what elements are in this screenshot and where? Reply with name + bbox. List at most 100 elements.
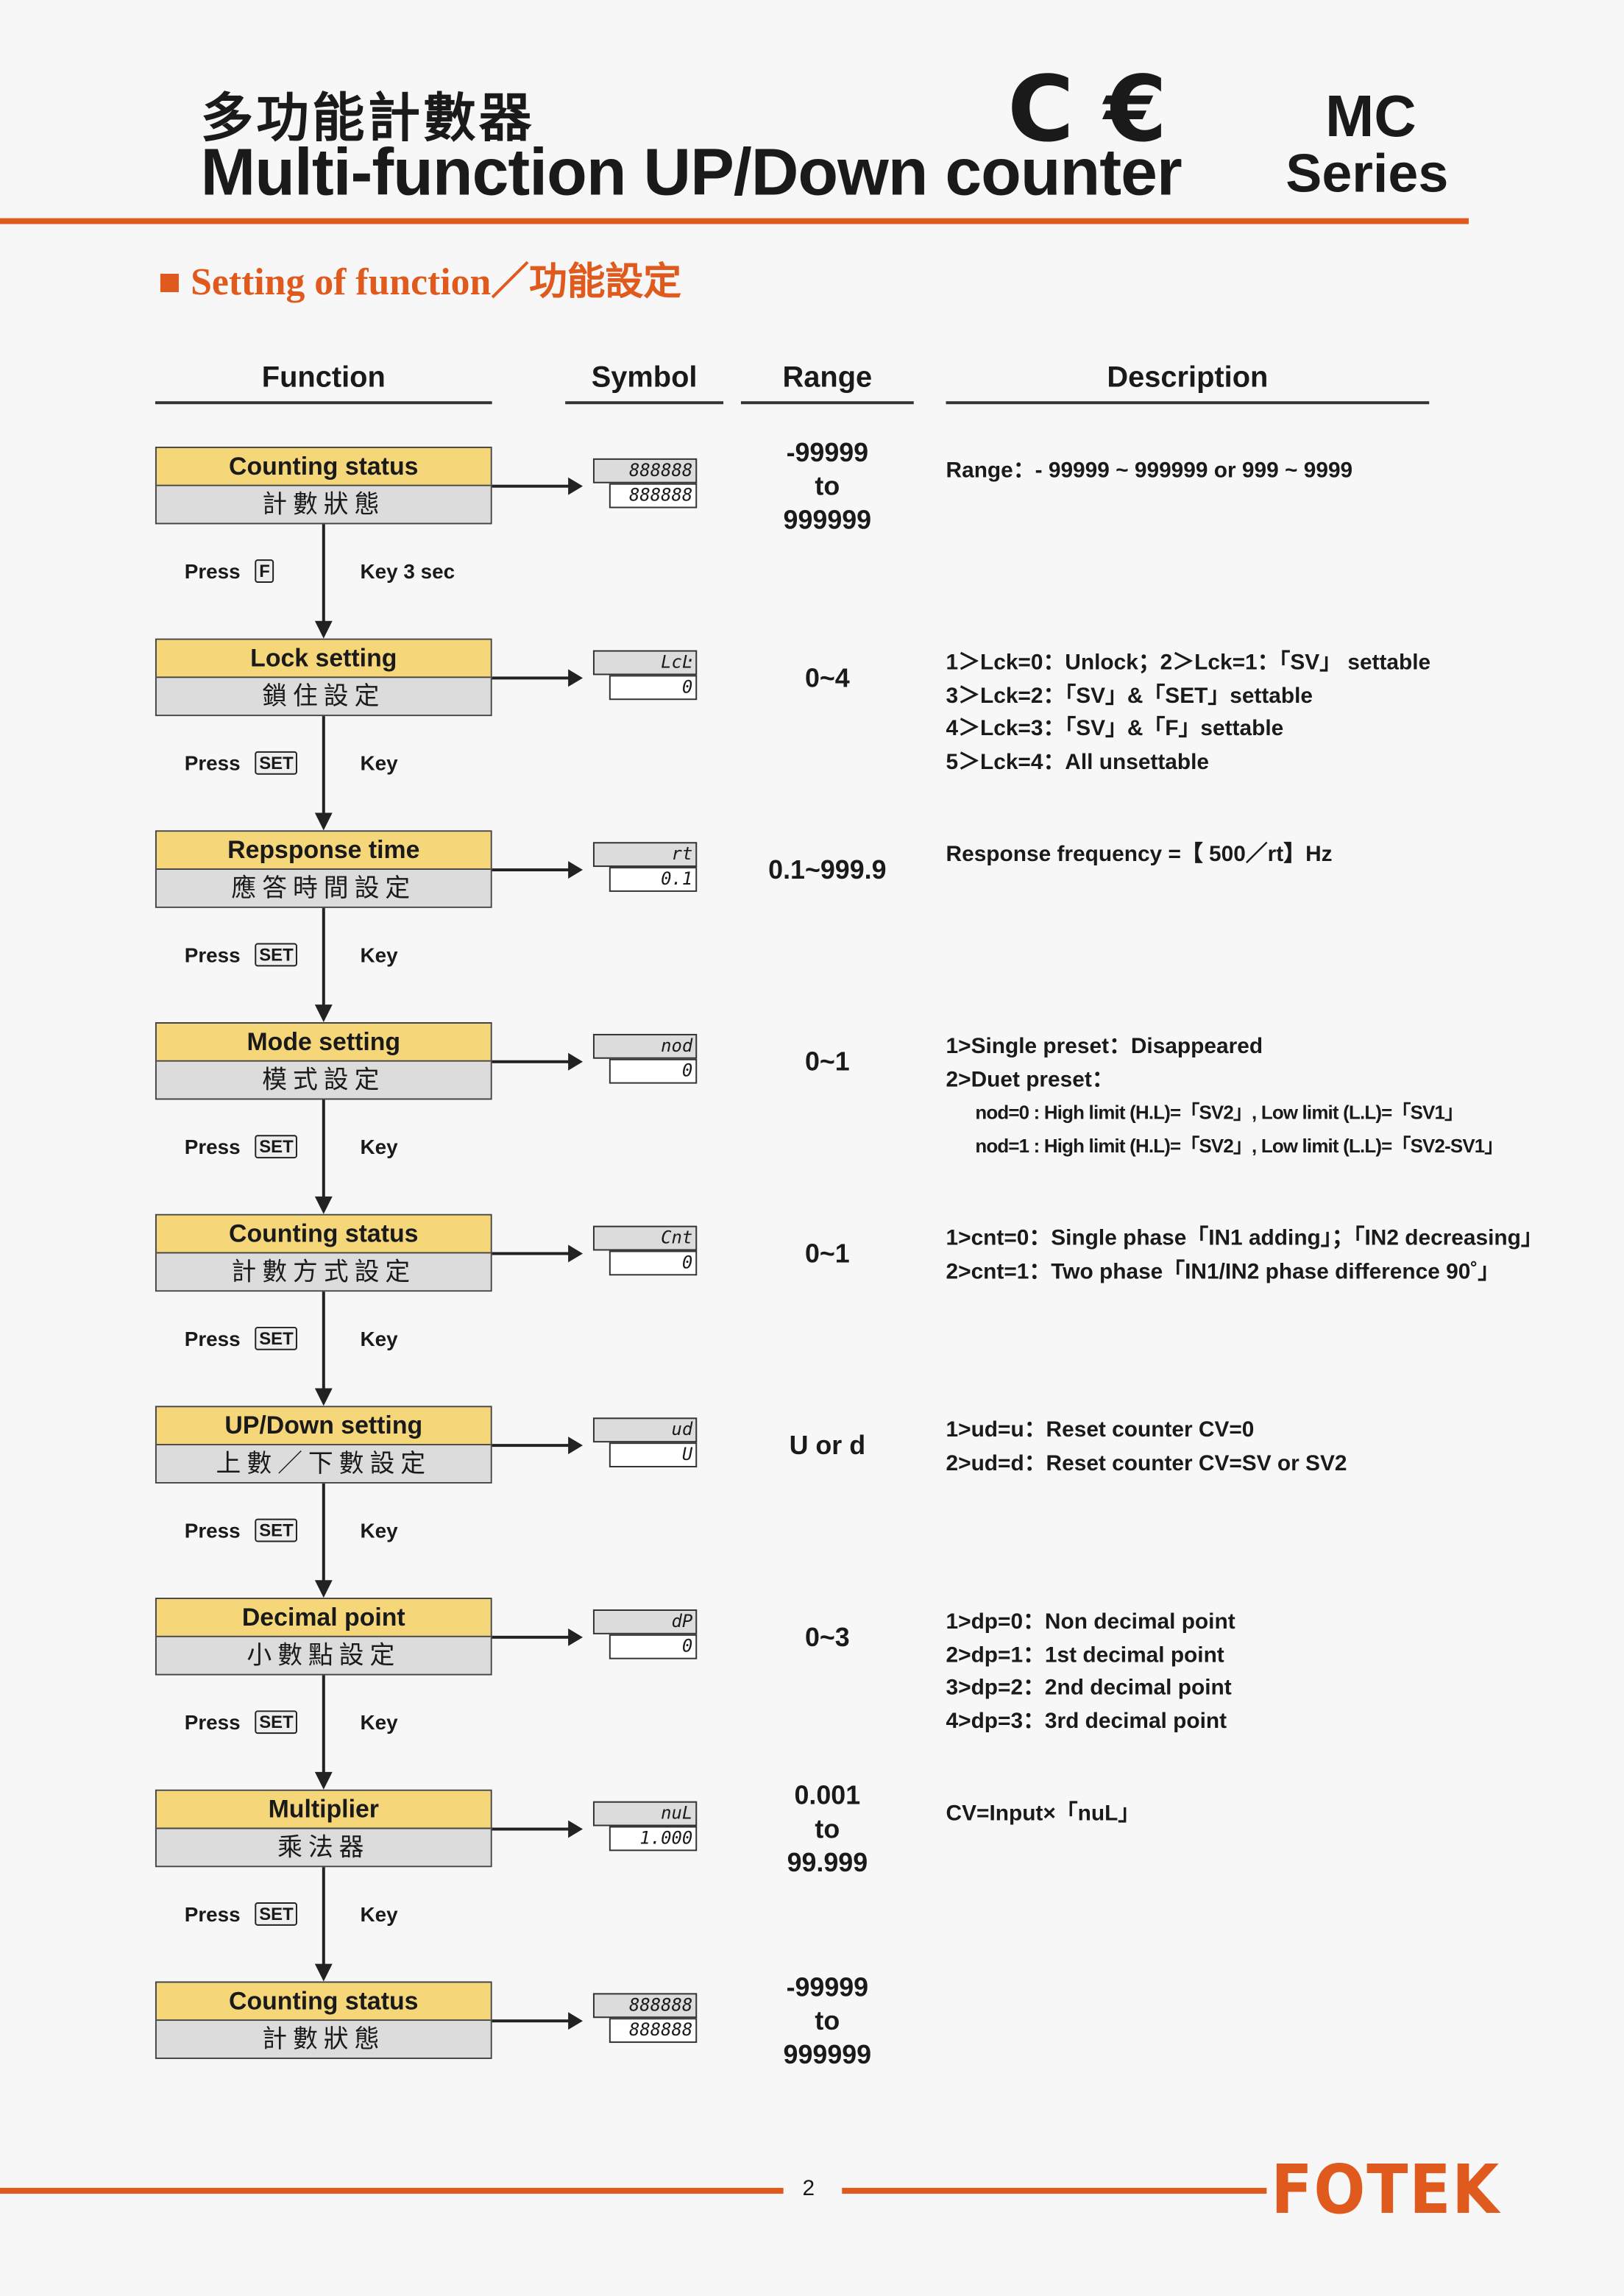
function-name-chinese: 鎖住設定 <box>156 678 491 715</box>
range-value: 0~1 <box>741 1237 914 1271</box>
description-line: 1>Single preset：Disappeared <box>946 1033 1263 1059</box>
display-symbol-top: ud <box>592 1417 698 1443</box>
press-label: Press <box>184 559 241 584</box>
key-set-icon: SET <box>255 1710 298 1735</box>
range-line: to <box>815 2005 840 2035</box>
description-line: 1>dp=0：Non decimal point <box>946 1609 1235 1634</box>
display-symbol-bottom: 0 <box>609 1058 698 1084</box>
description: CV=Input×「nuL」 <box>946 1799 1141 1832</box>
description-line: nod=1 : High limit (H.L)=「SV2」, Low limi… <box>975 1134 1503 1157</box>
description-line: 4＞Lck=3：「SV」&「F」settable <box>946 716 1284 741</box>
display-symbol-bottom: 0 <box>609 1634 698 1659</box>
description-line: 2>dp=1：1st decimal point <box>946 1642 1224 1668</box>
function-name-english: Mode setting <box>156 1024 491 1062</box>
range-line: 0.1~999.9 <box>768 854 887 884</box>
function-name-english: Counting status <box>156 1215 491 1254</box>
function-name-english: Multiplier <box>156 1790 491 1829</box>
description-line: nod=0 : High limit (H.L)=「SV2」, Low limi… <box>975 1101 1464 1124</box>
footer-line-right <box>842 2188 1267 2194</box>
range-value: 0.1~999.9 <box>741 853 914 887</box>
key-f-icon: F <box>255 559 274 584</box>
press-label: Press <box>184 1902 241 1926</box>
function-name-english: Counting status <box>156 447 491 486</box>
key-action-label: Key <box>360 1710 398 1735</box>
press-label: Press <box>184 1135 241 1159</box>
key-set-icon: SET <box>255 943 298 967</box>
function-name-chinese: 上數／下數設定 <box>156 1445 491 1482</box>
column-header-symbol: Symbol <box>591 361 698 394</box>
description-line: 1＞Lck=0：Unlock；2＞Lck=1：「SV」 settable <box>946 650 1431 676</box>
footer-line-left <box>0 2188 784 2194</box>
function-name-english: UP/Down setting <box>156 1407 491 1446</box>
display-symbol-bottom: 0 <box>609 1250 698 1276</box>
column-header-function: Function <box>261 361 386 394</box>
description-line: CV=Input×「nuL」 <box>946 1801 1141 1826</box>
function-name-english: Lock setting <box>156 639 491 678</box>
display-symbol-top: nod <box>592 1033 698 1059</box>
description-line: Response frequency =【 500／rt】Hz <box>946 842 1333 868</box>
display-symbol-top: 888888 <box>592 458 698 483</box>
description-line: 3>dp=2：2nd decimal point <box>946 1675 1232 1701</box>
range-line: 0~1 <box>804 1046 850 1076</box>
arrow-right-icon <box>492 2012 584 2030</box>
range-line: 999999 <box>783 2039 872 2069</box>
function-name-english: Decimal point <box>156 1599 491 1637</box>
display-symbol-bottom: 0.1 <box>609 867 698 892</box>
press-label: Press <box>184 1326 241 1350</box>
function-name-chinese: 模式設定 <box>156 1061 491 1099</box>
flow-arrow-down-icon <box>314 1483 333 1598</box>
key-set-icon: SET <box>255 1326 298 1350</box>
description: Response frequency =【 500／rt】Hz <box>946 839 1333 872</box>
series-label: Series <box>1286 144 1449 204</box>
description-line: 1>ud=u：Reset counter CV=0 <box>946 1417 1255 1443</box>
range-line: 0.001 <box>794 1779 861 1810</box>
arrow-right-icon <box>492 861 584 879</box>
arrow-right-icon <box>492 1052 584 1071</box>
title-chinese: 多功能計數器 <box>200 88 535 148</box>
description-line: 2>cnt=1：Two phase「IN1/IN2 phase differen… <box>946 1258 1500 1284</box>
function-name-chinese: 計數狀態 <box>156 486 491 523</box>
flow-arrow-down-icon <box>314 1675 333 1790</box>
range-line: U or d <box>789 1430 866 1460</box>
range-value: 0~1 <box>741 1045 914 1079</box>
arrow-right-icon <box>492 1820 584 1838</box>
range-line: 0~4 <box>804 662 850 692</box>
range-line: 0~1 <box>804 1238 850 1268</box>
column-header-description: Description <box>1107 361 1269 394</box>
section-title: ■ Setting of function／功能設定 <box>157 261 682 303</box>
function-name-chinese: 計數狀態 <box>156 2021 491 2058</box>
column-header-range: Range <box>782 361 873 394</box>
description-line: 5＞Lck=4：All unsettable <box>946 748 1210 774</box>
key-action-label: Key <box>360 1518 398 1542</box>
description-line: 3＞Lck=2：「SV」&「SET」settable <box>946 683 1313 709</box>
display-symbol-bottom: 888888 <box>609 2018 698 2044</box>
description-line: Range：- 99999 ~ 999999 or 999 ~ 9999 <box>946 458 1353 483</box>
range-value: 0~3 <box>741 1620 914 1654</box>
flow-arrow-down-icon <box>314 907 333 1023</box>
column-underline <box>565 401 724 405</box>
display-symbol-top: Cnt <box>592 1225 698 1251</box>
display-symbol-top: rt <box>592 842 698 868</box>
range-line: -99999 <box>786 437 869 467</box>
series-code: MC <box>1325 85 1416 149</box>
column-underline <box>155 401 492 405</box>
key-action-label: Key <box>360 1902 398 1926</box>
function-name-chinese: 計數方式設定 <box>156 1253 491 1291</box>
key-action-label: Key <box>360 943 398 967</box>
press-label: Press <box>184 943 241 967</box>
press-label: Press <box>184 751 241 775</box>
display-symbol-top: dP <box>592 1609 698 1634</box>
fotek-logo: FOTEK <box>1271 2150 1500 2229</box>
display-symbol-bottom: 0 <box>609 675 698 701</box>
flow-arrow-down-icon <box>314 1292 333 1406</box>
arrow-right-icon <box>492 669 584 687</box>
range-line: 0~3 <box>804 1621 850 1651</box>
flow-arrow-down-icon <box>314 716 333 831</box>
range-line: 999999 <box>783 504 872 534</box>
